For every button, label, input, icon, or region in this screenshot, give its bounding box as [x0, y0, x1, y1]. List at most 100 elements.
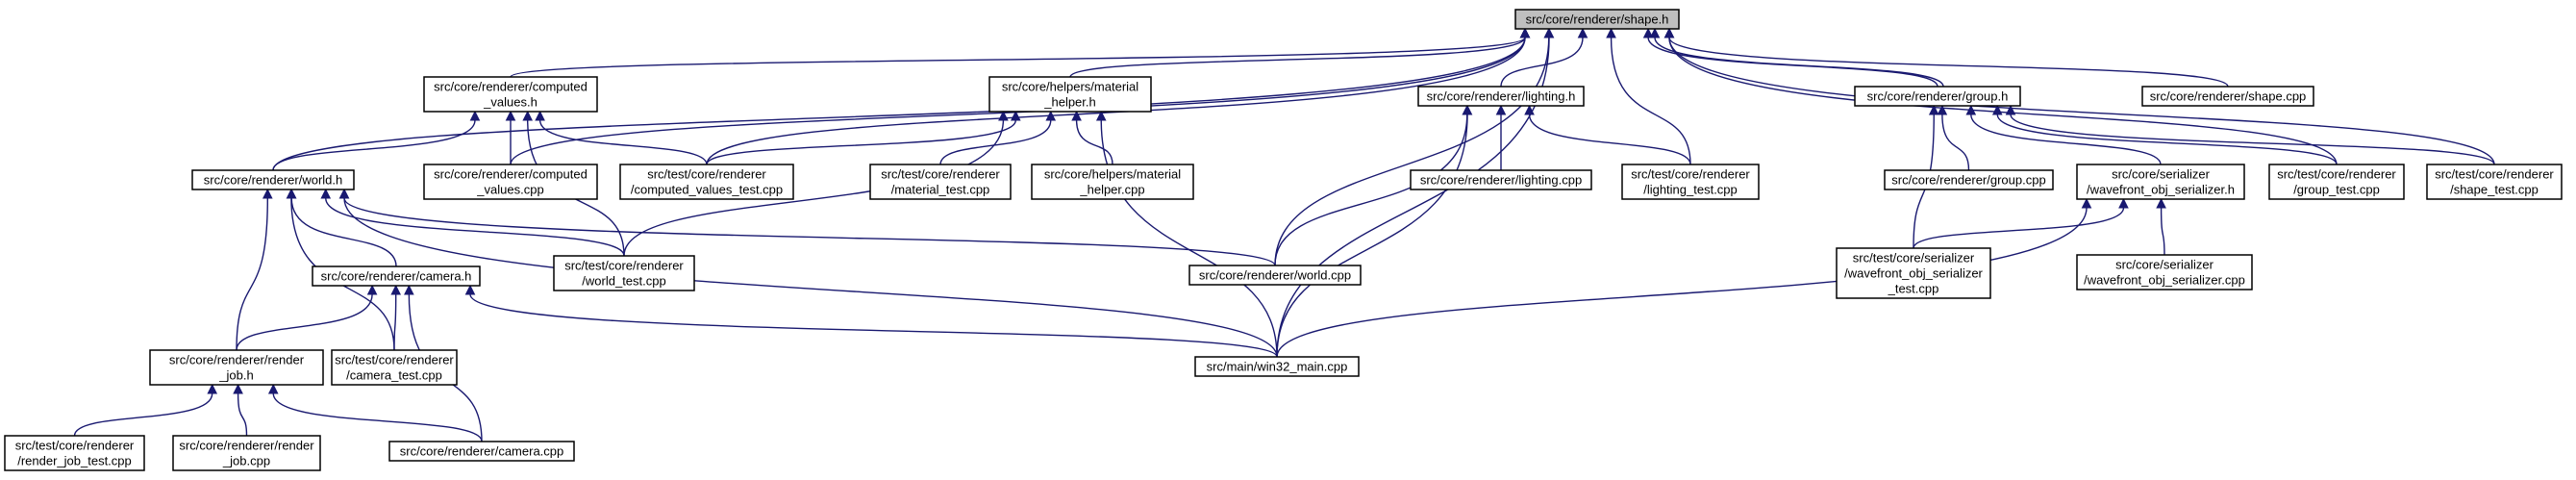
node-group-test[interactable]: src/test/core/renderer/group_test.cpp — [2268, 164, 2405, 200]
node-label: src/core/helpers/material — [1044, 167, 1181, 182]
edge-arrowhead — [2081, 197, 2092, 209]
node-material-helper-h[interactable]: src/core/helpers/material_helper.h — [988, 76, 1152, 113]
node-label: _test.cpp — [1888, 282, 1939, 296]
node-label: /world_test.cpp — [582, 274, 665, 289]
edge-arrowhead — [286, 188, 297, 199]
edge-arrowhead — [1045, 110, 1057, 121]
edge-arrowhead — [267, 383, 279, 394]
node-box — [1031, 164, 1194, 200]
node-label: src/core/helpers/material — [1002, 80, 1138, 94]
edge-arrowhead — [390, 284, 402, 295]
node-camera-h[interactable]: src/core/renderer/camera.h — [312, 265, 481, 287]
edge-wavefront-test-to-wavefront-h — [1913, 207, 2125, 249]
node-label: /group_test.cpp — [2293, 183, 2380, 197]
node-wavefront-h[interactable]: src/core/serializer/wavefront_obj_serial… — [2076, 164, 2245, 200]
edge-win32-main-to-shape-h — [1276, 37, 1550, 358]
edge-arrowhead — [1519, 27, 1531, 38]
node-computed-values-cpp[interactable]: src/core/renderer/computed_values.cpp — [423, 164, 598, 200]
node-shape-h[interactable]: src/core/renderer/shape.h — [1514, 9, 1680, 30]
node-box — [331, 349, 458, 386]
node-render-job-h[interactable]: src/core/renderer/render_job.h — [149, 349, 324, 386]
edge-wavefront-test-to-group-h — [1913, 114, 1935, 249]
node-label: _helper.cpp — [1079, 183, 1144, 197]
node-label: /shape_test.cpp — [2450, 183, 2538, 197]
node-box — [2426, 164, 2563, 200]
edge-arrowhead — [522, 110, 534, 121]
node-camera-cpp[interactable]: src/core/renderer/camera.cpp — [388, 441, 575, 462]
edge-arrowhead — [1965, 104, 1977, 115]
edge-shape-test-to-shape-h — [1668, 37, 2495, 165]
node-render-job-cpp[interactable]: src/core/renderer/render_job.cpp — [172, 435, 321, 471]
node-box — [1188, 265, 1362, 286]
node-computed-values-test[interactable]: src/test/core/renderer/computed_values_t… — [619, 164, 794, 200]
node-label: src/core/renderer/lighting.h — [1427, 89, 1576, 104]
node-box — [553, 255, 695, 291]
node-label: _job.h — [218, 368, 253, 383]
edge-arrowhead — [320, 188, 332, 199]
node-group-h[interactable]: src/core/renderer/group.h — [1854, 86, 2021, 107]
node-label: /wavefront_obj_serializer.h — [2087, 183, 2235, 197]
edge-win32-main-to-wavefront-h — [1276, 207, 2088, 358]
node-win32-main[interactable]: src/main/win32_main.cpp — [1194, 356, 1360, 377]
node-label: src/core/renderer/lighting.cpp — [1420, 173, 1582, 188]
edge-world-test-to-material-helper-h — [623, 119, 1005, 257]
node-label: src/core/renderer/computed — [434, 167, 588, 182]
edge-arrowhead — [338, 188, 350, 199]
edge-shape-test-to-group-h — [2010, 114, 2495, 165]
node-camera-test[interactable]: src/test/core/renderer/camera_test.cpp — [331, 349, 458, 386]
edge-arrowhead — [505, 110, 516, 121]
node-wavefront-test[interactable]: src/test/core/serializer/wavefront_obj_s… — [1836, 247, 1991, 299]
node-label: src/core/serializer — [2112, 167, 2211, 182]
node-box — [1884, 169, 2054, 190]
edge-camera-test-to-camera-h — [393, 293, 397, 351]
edge-camera-h-to-world-h — [290, 197, 397, 267]
node-box — [2268, 164, 2405, 200]
edge-world-cpp-to-shape-h — [1274, 37, 1550, 266]
node-label: /computed_values_test.cpp — [631, 183, 783, 197]
node-wavefront-cpp[interactable]: src/core/serializer/wavefront_obj_serial… — [2076, 254, 2253, 291]
edge-shape-cpp-to-shape-h — [1668, 37, 2229, 88]
edge-arrowhead — [1524, 104, 1535, 115]
node-material-helper-cpp[interactable]: src/core/helpers/material_helper.cpp — [1031, 164, 1194, 200]
node-lighting-test[interactable]: src/test/core/renderer/lighting_test.cpp — [1621, 164, 1760, 200]
node-shape-test[interactable]: src/test/core/renderer/shape_test.cpp — [2426, 164, 2563, 200]
node-label: _helper.h — [1043, 95, 1096, 110]
node-label: /camera_test.cpp — [346, 368, 442, 383]
node-label: /render_job_test.cpp — [17, 454, 132, 468]
node-computed-values-h[interactable]: src/core/renderer/computed_values.h — [423, 76, 598, 113]
edge-wavefront-cpp-to-wavefront-h — [2160, 207, 2165, 256]
node-lighting-cpp[interactable]: src/core/renderer/lighting.cpp — [1410, 169, 1592, 190]
node-label: src/test/core/renderer — [881, 167, 1000, 182]
node-shape-cpp[interactable]: src/core/renderer/shape.cpp — [2141, 86, 2314, 107]
node-box — [869, 164, 1012, 200]
node-group-cpp[interactable]: src/core/renderer/group.cpp — [1884, 169, 2054, 190]
node-lighting-h[interactable]: src/core/renderer/lighting.h — [1417, 86, 1585, 107]
node-render-job-test[interactable]: src/test/core/renderer/render_job_test.c… — [4, 435, 145, 471]
edge-material-test-to-material-helper-h — [939, 119, 1052, 165]
edge-arrowhead — [404, 284, 414, 295]
edge-arrowhead — [1071, 110, 1082, 121]
node-world-h[interactable]: src/core/renderer/world.h — [191, 169, 355, 190]
edge-world-h-to-shape-h — [272, 37, 1526, 171]
edge-render-job-cpp-to-render-job-h — [237, 392, 248, 437]
node-world-test[interactable]: src/test/core/renderer/world_test.cpp — [553, 255, 695, 291]
node-world-cpp[interactable]: src/core/renderer/world.cpp — [1188, 265, 1362, 286]
edge-arrowhead — [1462, 104, 1473, 115]
node-material-test[interactable]: src/test/core/renderer/material_test.cpp — [869, 164, 1012, 200]
edge-world-h-to-computed-values-h — [272, 119, 476, 171]
edge-arrowhead — [1495, 104, 1507, 115]
node-box — [1621, 164, 1760, 200]
edge-group-test-to-group-h — [1996, 114, 2338, 165]
node-box — [1854, 86, 2021, 107]
edge-arrowhead — [1577, 27, 1588, 38]
edge-arrowhead — [1991, 104, 2003, 115]
edge-arrowhead — [1010, 110, 1021, 121]
edge-arrowhead — [1642, 27, 1654, 38]
node-label: src/core/renderer/group.cpp — [1891, 173, 2045, 188]
edge-computed-values-test-to-material-helper-h — [706, 119, 1016, 165]
edge-world-cpp-to-world-h — [343, 197, 1276, 266]
edge-group-cpp-to-group-h — [1941, 114, 1970, 171]
edge-camera-cpp-to-render-job-h — [272, 392, 483, 442]
edge-arrowhead — [1937, 104, 1948, 115]
edge-arrowhead — [1649, 27, 1661, 38]
